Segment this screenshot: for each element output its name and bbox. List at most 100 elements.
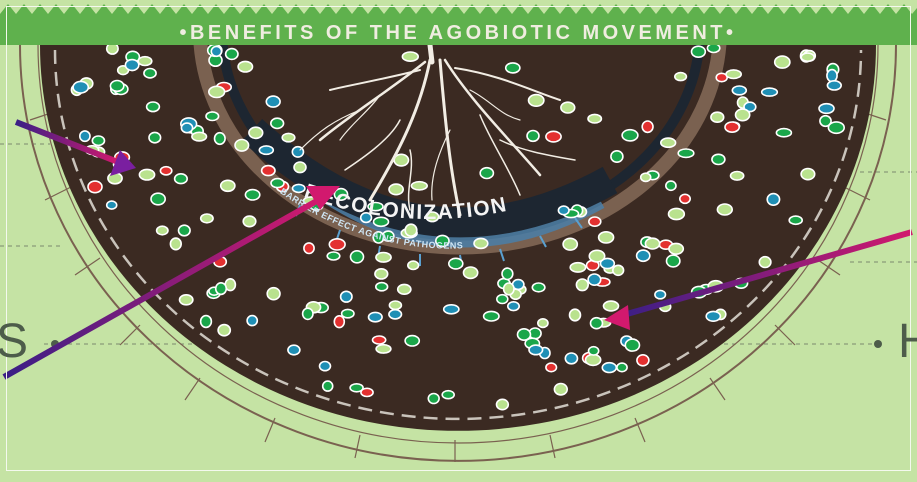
- microbe-icon: [139, 169, 154, 180]
- root-icon: [430, 45, 432, 62]
- microbe-icon: [529, 95, 544, 107]
- microbe-icon: [181, 123, 192, 133]
- microbe-icon: [405, 224, 417, 236]
- microbe-icon: [249, 127, 263, 138]
- microbe-icon: [827, 70, 837, 82]
- microbe-icon: [602, 363, 616, 373]
- microbe-icon: [149, 132, 161, 142]
- right-edge-label: H: [898, 318, 917, 366]
- microbe-icon: [303, 308, 313, 319]
- microbe-icon: [732, 86, 746, 95]
- microbe-icon: [775, 56, 790, 68]
- microbe-icon: [776, 129, 791, 137]
- microbe-icon: [247, 316, 257, 326]
- microbe-icon: [589, 217, 601, 226]
- microbe-icon: [759, 257, 771, 268]
- ring-segment: [185, 378, 200, 400]
- microbe-icon: [611, 151, 623, 162]
- left-edge-label: S: [0, 318, 28, 366]
- microbe-icon: [554, 384, 567, 395]
- ring-segment: [75, 258, 100, 275]
- microbe-icon: [570, 309, 581, 321]
- microbe-icon: [529, 345, 543, 355]
- microbe-icon: [262, 166, 275, 176]
- microbe-icon: [680, 194, 690, 203]
- microbe-icon: [138, 57, 152, 66]
- microbe-icon: [667, 255, 680, 267]
- guide-dot: [874, 340, 882, 348]
- microbe-icon: [428, 394, 439, 404]
- microbe-icon: [110, 81, 123, 92]
- microbe-icon: [484, 311, 499, 321]
- microbe-icon: [827, 81, 841, 90]
- microbe-icon: [267, 288, 280, 300]
- ring-segment: [120, 325, 140, 345]
- microbe-icon: [642, 121, 653, 132]
- microbe-icon: [402, 52, 418, 61]
- microbe-icon: [819, 104, 834, 114]
- microbe-icon: [293, 184, 305, 192]
- microbe-icon: [373, 336, 386, 344]
- microbe-icon: [376, 345, 391, 353]
- microbe-icon: [625, 339, 639, 351]
- microbe-icon: [666, 181, 676, 190]
- microbe-icon: [80, 131, 90, 141]
- microbe-icon: [637, 250, 650, 261]
- microbe-icon: [170, 238, 181, 250]
- microbe-icon: [661, 138, 676, 147]
- microbe-icon: [243, 216, 256, 227]
- microbe-icon: [179, 225, 191, 236]
- ring-segment: [550, 435, 555, 458]
- microbe-icon: [442, 391, 454, 399]
- microbe-icon: [221, 180, 235, 191]
- microbe-icon: [211, 47, 221, 57]
- microbe-icon: [157, 226, 168, 235]
- microbe-icon: [588, 114, 601, 123]
- microbe-icon: [527, 131, 539, 142]
- microbe-icon: [801, 53, 814, 61]
- microbe-icon: [411, 182, 427, 190]
- microbe-icon: [641, 173, 651, 181]
- microbe-icon: [192, 132, 207, 141]
- microbe-icon: [645, 238, 659, 249]
- microbe-icon: [706, 311, 720, 321]
- microbe-icon: [294, 162, 306, 173]
- microbe-icon: [497, 295, 508, 304]
- microbe-icon: [561, 102, 575, 113]
- microbe-icon: [282, 133, 295, 141]
- microbe-icon: [546, 131, 561, 142]
- microbe-icon: [245, 190, 259, 200]
- microbe-icon: [725, 122, 739, 132]
- microbe-icon: [144, 69, 156, 78]
- microbe-icon: [147, 102, 160, 112]
- microbe-icon: [504, 283, 514, 295]
- microbe-icon: [327, 252, 340, 260]
- microbe-icon: [271, 118, 284, 128]
- microbe-icon: [398, 284, 411, 294]
- microbe-icon: [538, 319, 548, 328]
- microbe-icon: [506, 63, 520, 73]
- microbe-icon: [238, 61, 252, 72]
- microbe-icon: [389, 310, 402, 319]
- microbe-icon: [226, 49, 238, 60]
- microbe-icon: [589, 250, 604, 262]
- microbe-icon: [604, 301, 619, 311]
- microbe-icon: [613, 265, 624, 275]
- banner-dot: •: [726, 22, 737, 44]
- microbe-icon: [342, 309, 354, 317]
- microbe-icon: [201, 316, 212, 328]
- microbe-icon: [449, 258, 463, 269]
- microbe-icon: [558, 206, 569, 215]
- microbe-icon: [563, 238, 577, 250]
- microbe-icon: [329, 239, 345, 250]
- microbe-icon: [375, 269, 388, 279]
- microbe-icon: [125, 60, 138, 71]
- microbe-icon: [617, 363, 627, 372]
- microbe-icon: [655, 290, 666, 298]
- microbe-icon: [518, 329, 531, 340]
- microbe-icon: [570, 263, 585, 272]
- microbe-icon: [622, 130, 638, 141]
- microbe-icon: [376, 283, 388, 291]
